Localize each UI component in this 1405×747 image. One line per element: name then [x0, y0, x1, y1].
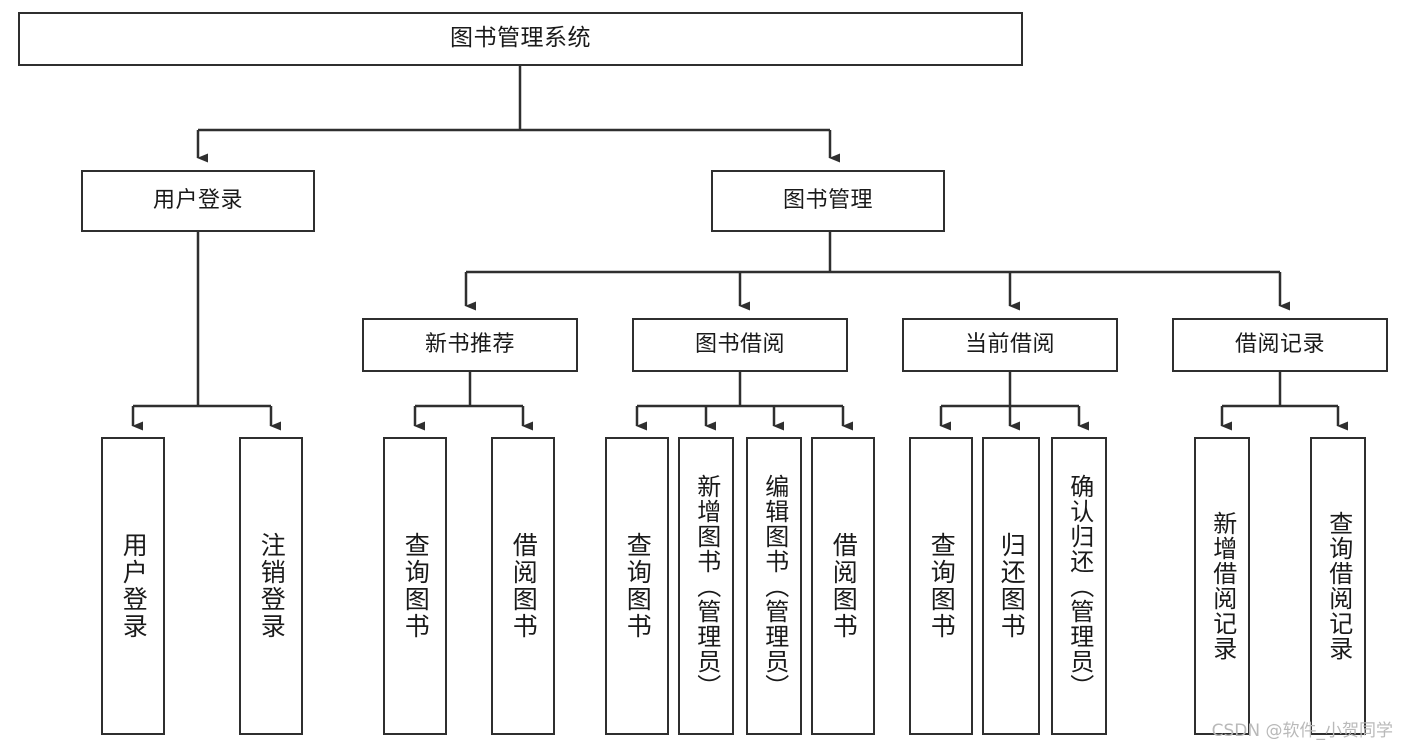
- leaf-edit-book-admin[interactable]: 编辑图书（管理员）: [746, 437, 802, 735]
- node-label: 查询图书: [401, 532, 431, 640]
- node-label: 查询借阅记录: [1324, 511, 1353, 661]
- node-book-borrow[interactable]: 图书借阅: [632, 318, 848, 372]
- node-label: 注销登录: [257, 532, 287, 640]
- node-label: 查询图书: [623, 532, 653, 640]
- leaf-query-book-recommend[interactable]: 查询图书: [383, 437, 447, 735]
- node-label: 确认归还（管理员）: [1065, 473, 1094, 699]
- node-label: 新书推荐: [424, 331, 515, 357]
- leaf-return-book[interactable]: 归还图书: [982, 437, 1040, 735]
- leaf-borrow-book-recommend[interactable]: 借阅图书: [491, 437, 555, 735]
- node-book-management[interactable]: 图书管理: [711, 170, 945, 232]
- node-borrow-record[interactable]: 借阅记录: [1172, 318, 1388, 372]
- leaf-query-book-borrow[interactable]: 查询图书: [605, 437, 669, 735]
- leaf-logout[interactable]: 注销登录: [239, 437, 303, 735]
- leaf-confirm-return-admin[interactable]: 确认归还（管理员）: [1051, 437, 1107, 735]
- watermark: CSDN @软件_小贺同学: [1211, 721, 1393, 741]
- node-label: 查询图书: [927, 532, 957, 640]
- node-label: 当前借阅: [964, 331, 1055, 357]
- node-label: 借阅记录: [1234, 331, 1325, 357]
- node-new-book-recommend[interactable]: 新书推荐: [362, 318, 578, 372]
- leaf-add-book-admin[interactable]: 新增图书（管理员）: [678, 437, 734, 735]
- node-user-login[interactable]: 用户登录: [81, 170, 315, 232]
- leaf-borrow-book[interactable]: 借阅图书: [811, 437, 875, 735]
- node-label: 新增图书（管理员）: [692, 473, 721, 699]
- leaf-query-book-current[interactable]: 查询图书: [909, 437, 973, 735]
- node-label: 图书管理系统: [450, 25, 591, 52]
- node-label: 图书借阅: [694, 331, 785, 357]
- node-label: 借阅图书: [509, 532, 539, 640]
- leaf-user-login[interactable]: 用户登录: [101, 437, 165, 735]
- node-label: 借阅图书: [829, 532, 859, 640]
- leaf-query-borrow-record[interactable]: 查询借阅记录: [1310, 437, 1366, 735]
- node-label: 新增借阅记录: [1208, 511, 1237, 661]
- leaf-add-borrow-record[interactable]: 新增借阅记录: [1194, 437, 1250, 735]
- node-label: 归还图书: [997, 532, 1027, 640]
- node-label: 用户登录: [152, 187, 243, 213]
- node-label: 编辑图书（管理员）: [760, 473, 789, 699]
- node-current-borrow[interactable]: 当前借阅: [902, 318, 1118, 372]
- node-book-management-system[interactable]: 图书管理系统: [18, 12, 1023, 66]
- node-label: 用户登录: [119, 532, 149, 640]
- node-label: 图书管理: [782, 187, 873, 213]
